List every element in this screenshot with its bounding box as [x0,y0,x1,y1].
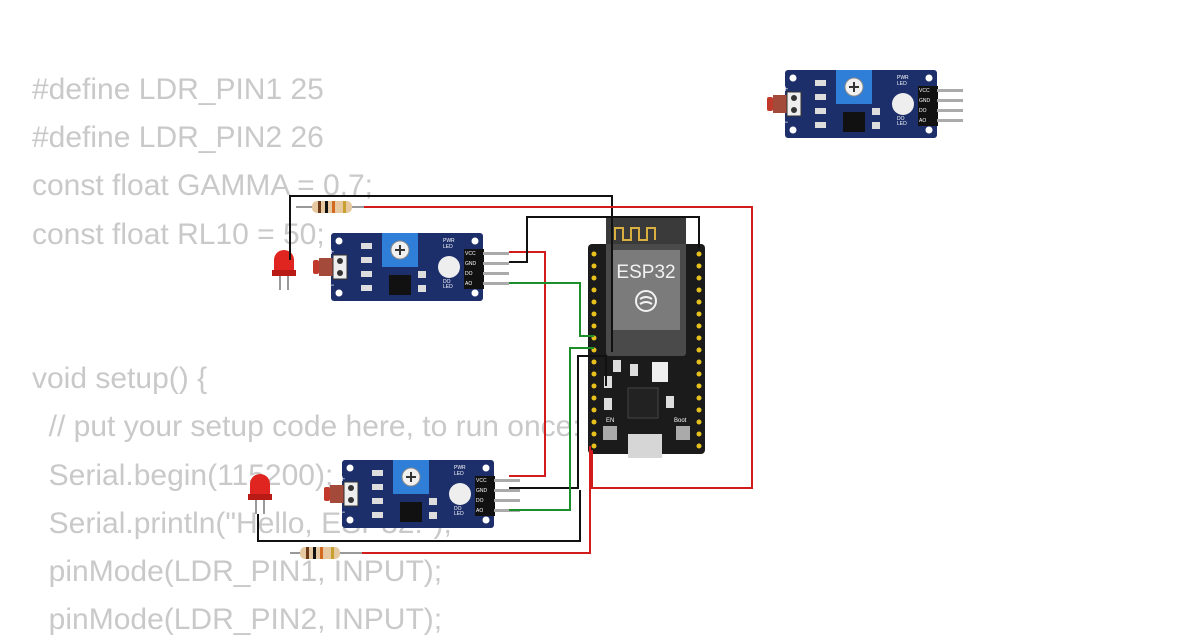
esp32-label: ESP32 [616,262,675,283]
svg-text:GND: GND [465,261,477,267]
code-line: Serial.begin(115200); [32,458,334,492]
wire-green-2 [509,347,594,511]
svg-text:AO: AO [476,508,483,514]
svg-text:PWR: PWR [443,238,455,244]
svg-text:DO: DO [897,116,905,122]
svg-text:PWR: PWR [897,75,909,81]
wire-green-1 [509,282,594,337]
svg-text:LED: LED [443,284,453,290]
resistor-2[interactable] [290,547,362,559]
ldr-sensor-module-1[interactable]: + − PWR LED DO LED VCC GND DO AO [312,232,510,302]
svg-text:PWR: PWR [454,465,466,471]
code-line: // put your setup code here, to run once… [32,410,581,444]
code-line: #define LDR_PIN1 25 [32,73,324,106]
svg-text:AO: AO [919,118,926,124]
svg-text:GND: GND [476,488,488,494]
ldr-sensor-module-3[interactable]: + − PWR LED DO LED VCC GND DO AO [766,69,964,139]
svg-text:+: + [340,474,345,484]
wire-black-4 [509,355,607,489]
svg-text:VCC: VCC [919,88,930,94]
svg-text:LED: LED [443,244,453,250]
svg-text:LED: LED [454,511,464,517]
svg-text:AO: AO [465,281,472,287]
svg-text:−: − [340,507,345,517]
svg-text:LED: LED [897,81,907,87]
svg-text:DO: DO [919,108,927,114]
ldr-sensor-module-2[interactable]: + − PWR LED DO LED VCC GND DO AO [323,459,521,529]
svg-text:DO: DO [465,271,473,277]
wires[interactable] [257,195,753,554]
wire-red-2 [509,251,546,477]
resistor-1[interactable] [296,201,364,213]
svg-text:−: − [783,117,788,127]
svg-text:Boot: Boot [674,418,687,424]
svg-text:DO: DO [443,279,451,285]
svg-text:+: + [783,84,788,94]
en-button[interactable] [603,426,617,440]
svg-text:DO: DO [454,506,462,512]
svg-text:LED: LED [897,121,907,127]
svg-text:LED: LED [454,471,464,477]
boot-button[interactable] [676,426,690,440]
code-line: void setup() { [32,362,208,396]
usb-port [628,434,662,458]
svg-text:DO: DO [476,498,484,504]
svg-text:VCC: VCC [476,478,487,484]
svg-text:−: − [329,280,334,290]
circuit-canvas[interactable]: + − PWR LED DO LED VCC GND DO AO + − PWR… [0,0,1200,630]
svg-text:+: + [329,247,334,257]
esp32-right-pins [696,251,702,449]
led-1[interactable] [272,250,296,290]
wire-red-1 [364,206,753,489]
code-line: const float RL10 = 50; [32,217,325,251]
wire-black-2 [526,216,700,248]
svg-text:VCC: VCC [465,251,476,257]
wire-black-5 [257,490,581,542]
wire-black-1 [289,195,613,352]
wire-black-3 [509,244,528,263]
esp32-devkit-board[interactable]: ESP32 EN Boot [588,218,705,458]
code-line: pinMode(LDR_PIN1, INPUT); [32,554,443,588]
svg-text:EN: EN [606,418,614,424]
wire-red-3 [362,446,591,554]
led-2[interactable] [248,474,272,514]
code-line: #define LDR_PIN2 26 [32,121,324,155]
svg-text:GND: GND [919,98,931,104]
